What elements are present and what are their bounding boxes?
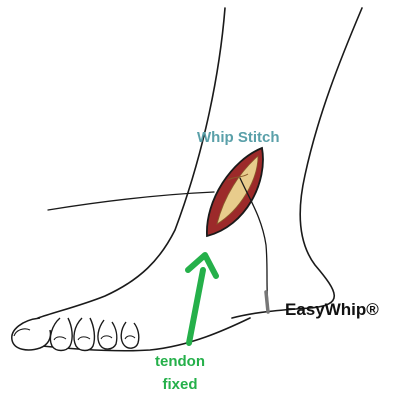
arrow-icon	[188, 255, 216, 343]
toe-4	[98, 320, 117, 349]
fixed-label: fixed	[148, 377, 212, 392]
toes-group	[12, 318, 139, 351]
toe-2	[50, 318, 72, 351]
device-tip	[266, 292, 268, 312]
toe-3	[74, 318, 94, 351]
incision	[207, 148, 263, 236]
tendon-label: tendon	[148, 354, 212, 369]
leg-front-outline	[38, 8, 225, 318]
toe-5	[121, 322, 139, 348]
big-toe	[12, 318, 51, 350]
whip-stitch-label: Whip Stitch	[197, 130, 280, 145]
brand-label: EasyWhip®	[285, 301, 379, 318]
arrow-shaft	[189, 270, 203, 343]
suture-strand-left	[48, 192, 214, 210]
